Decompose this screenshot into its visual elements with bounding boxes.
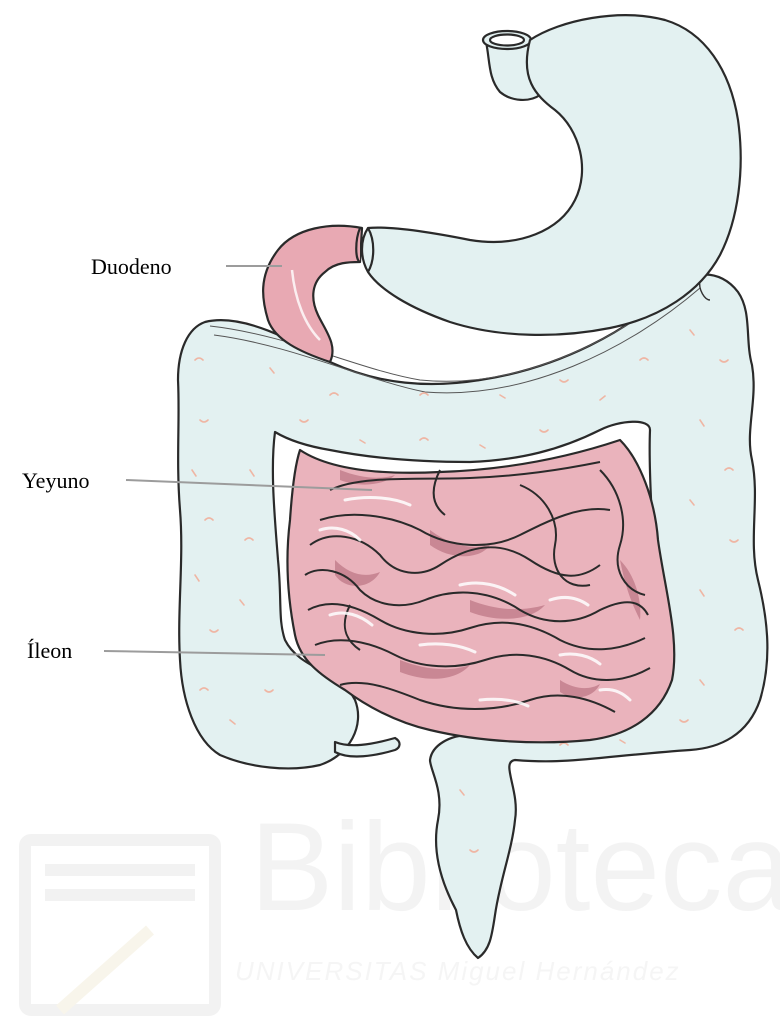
watermark-book-logo bbox=[25, 840, 215, 1010]
watermark-sub-text: UNIVERSITAS Miguel Hernández bbox=[235, 956, 681, 986]
watermark: Biblioteca UNIVERSITAS Miguel Hernández bbox=[25, 798, 780, 1010]
label-duodeno: Duodeno bbox=[91, 256, 172, 278]
stomach bbox=[356, 15, 740, 335]
stomach-body bbox=[362, 15, 741, 335]
label-yeyuno: Yeyuno bbox=[22, 470, 89, 492]
label-ileon: Íleon bbox=[27, 640, 72, 662]
